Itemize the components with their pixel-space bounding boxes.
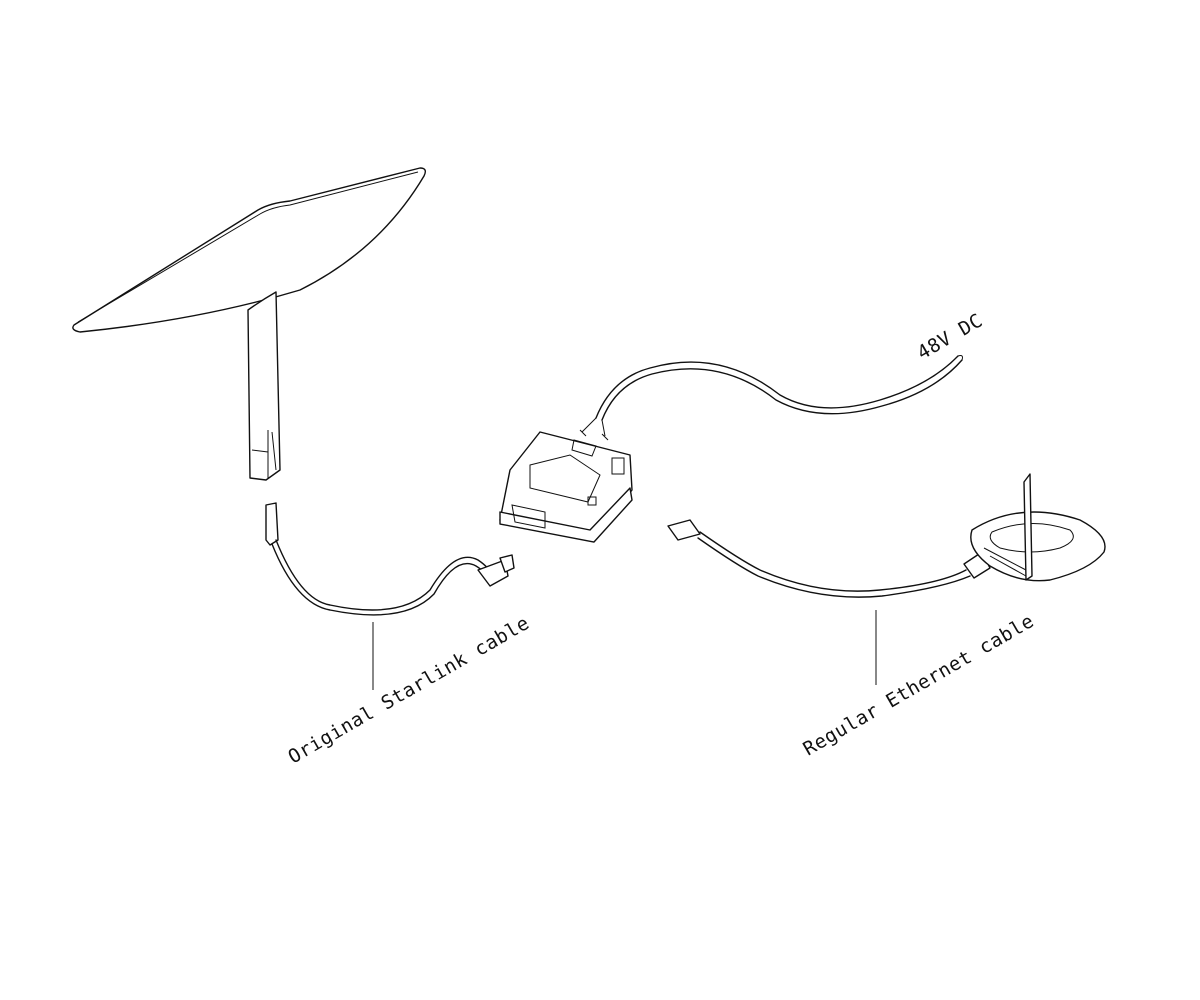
- poe-power-box: [499, 431, 633, 543]
- router: [970, 473, 1106, 582]
- dc-power-cable: [579, 355, 963, 441]
- starlink-dish: [72, 167, 427, 481]
- label-48v-dc: 48V DC: [914, 309, 987, 364]
- ethernet-cable: [667, 519, 991, 685]
- label-regular-ethernet-cable: Regular Ethernet cable: [800, 610, 1038, 760]
- label-original-starlink-cable: Original Starlink cable: [285, 612, 534, 768]
- starlink-cable: [265, 502, 515, 690]
